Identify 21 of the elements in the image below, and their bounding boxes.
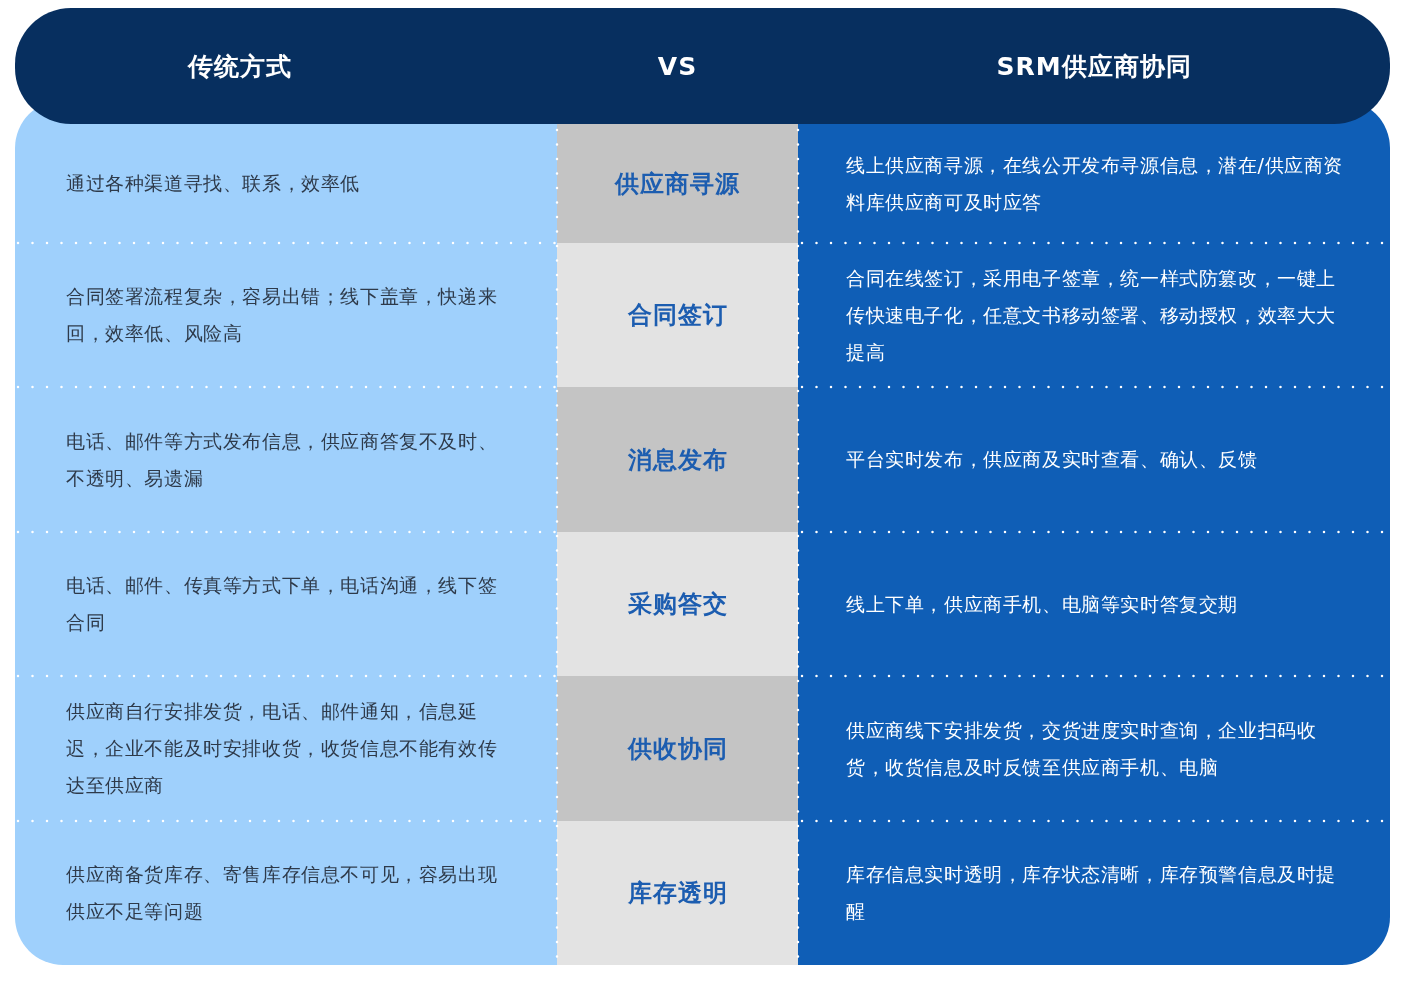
description-text: 供应商线下安排发货，交货进度实时查询，企业扫码收货，收货信息及时反馈至供应商手机、电脑 [846,717,1318,780]
description-text: 通过各种渠道寻找、联系，效率低 [66,171,360,196]
description-text: 线上下单，供应商手机、电脑等实时答复交期 [846,591,1238,617]
row-heading: 采购答交 [627,589,728,620]
description-text: 合同在线签订，采用电子签章，统一样式防篡改，一键上传快速电子化，任意文书移动签署、移动授权，效率大大提高 [846,265,1337,365]
column-heading: 传统方式 [188,50,292,83]
row-heading: 库存透明 [627,878,728,909]
description-text: 电话、邮件、传真等方式下单，电话沟通，线下签合同 [66,573,499,635]
description-text: 供应商自行安排发货，电话、邮件通知，信息延迟，企业不能及时安排收货，收货信息不能有效传达至供应商 [66,699,499,798]
column-heading: SRM供应商协同 [996,50,1192,83]
row-heading: 供收协同 [627,733,728,765]
row-heading: 合同签订 [627,300,728,331]
description-text: 线上供应商寻源，在线公开发布寻源信息，潜在/供应商资料库供应商可及时应答 [846,152,1344,215]
column-heading: VS [657,51,698,81]
description-text: 库存信息实时透明，库存状态清晰，库存预警信息及时提醒 [846,862,1337,924]
description-text: 供应商备货库存、寄售库存信息不可见，容易出现供应不足等问题 [66,862,499,924]
description-text: 电话、邮件等方式发布信息，供应商答复不及时、不透明、易遗漏 [66,428,499,491]
description-text: 平台实时发布，供应商及实时查看、确认、反馈 [846,447,1258,472]
row-heading: 消息发布 [627,444,728,476]
description-text: 合同签署流程复杂，容易出错；线下盖章，快递来回，效率低、风险高 [66,284,499,346]
row-heading: 供应商寻源 [615,168,740,200]
